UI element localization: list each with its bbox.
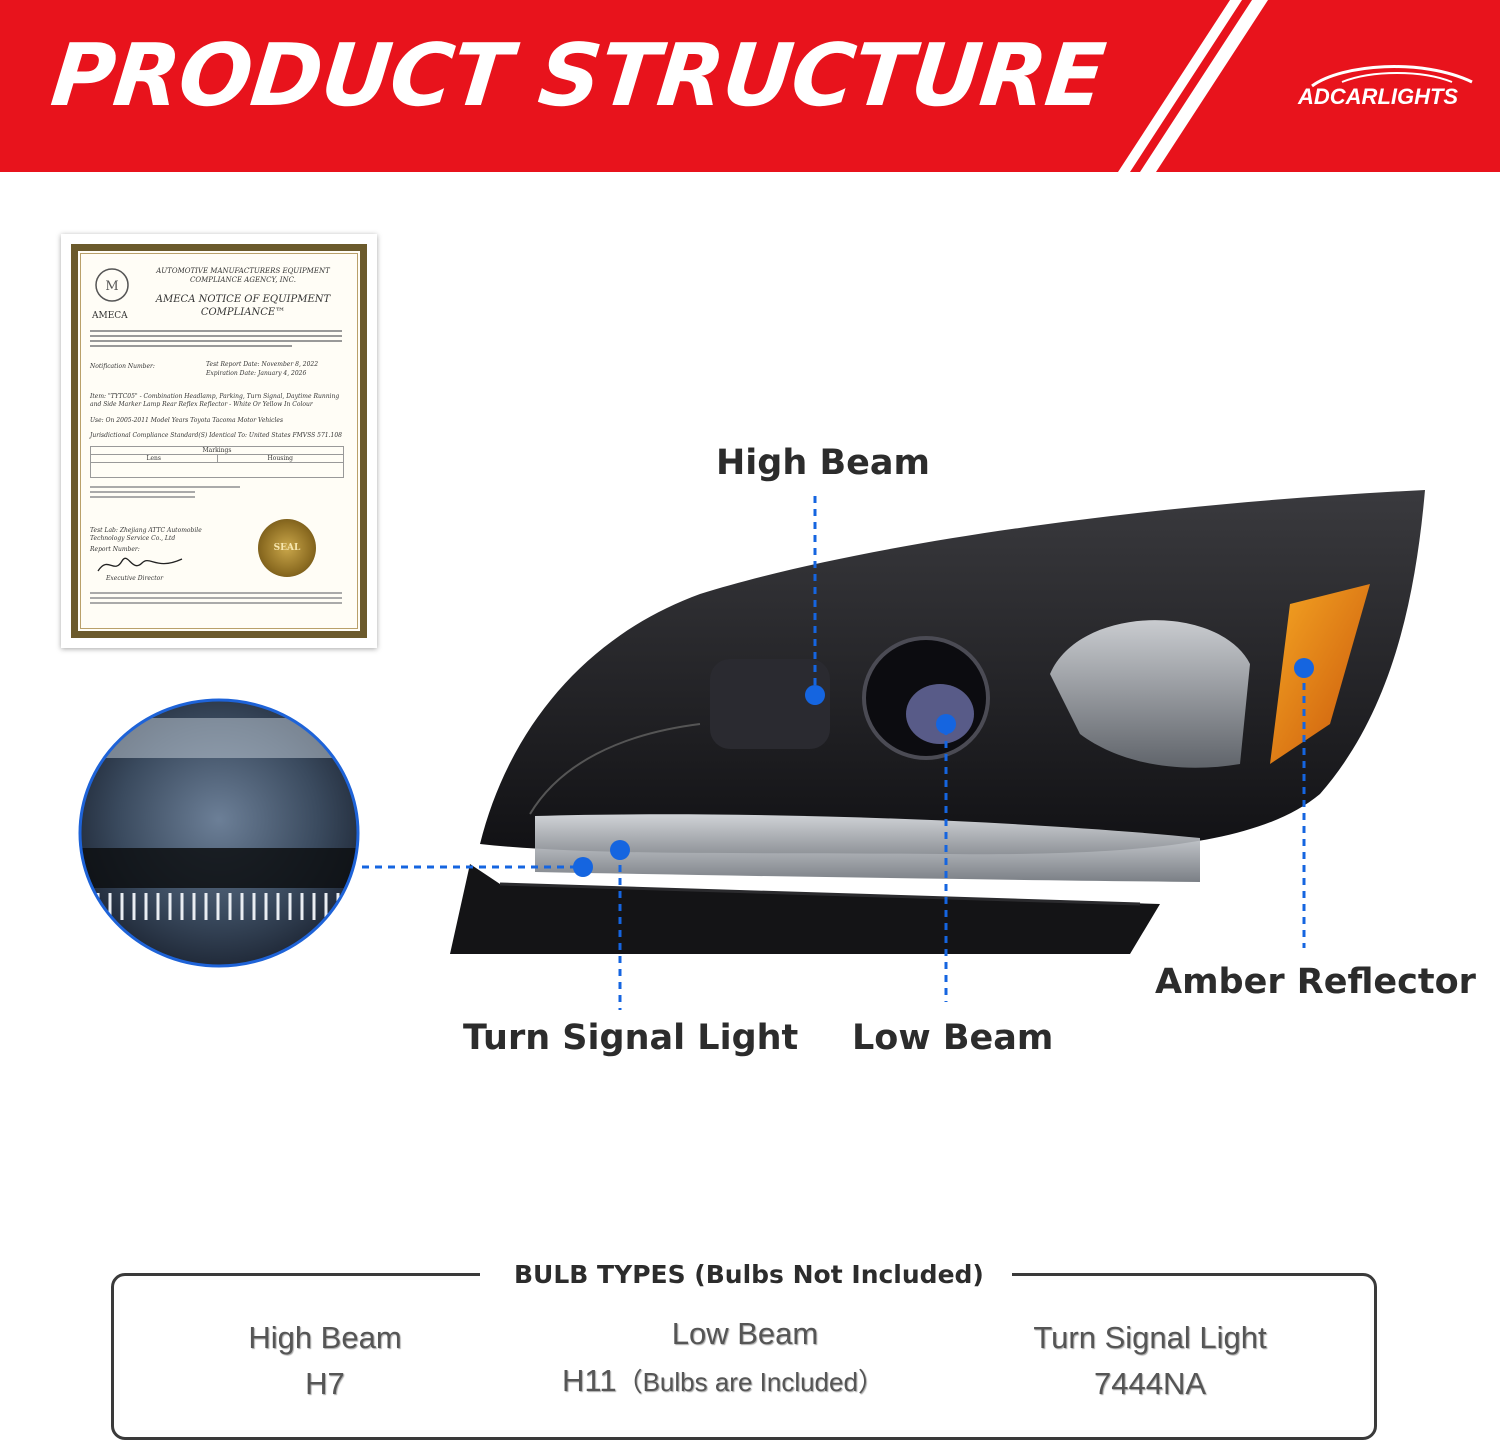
bulb-types-panel bbox=[111, 1273, 1377, 1440]
certificate-report-number: Report Number: bbox=[90, 546, 140, 553]
certificate-jurisdiction: Jurisdictional Compliance Standard(S) Id… bbox=[90, 432, 342, 439]
ameca-logo-icon: M bbox=[95, 268, 129, 302]
certificate-use: Use: On 2005-2011 Model Years Toyota Tac… bbox=[90, 417, 284, 424]
callout-turn-signal-light: Turn Signal Light bbox=[463, 1018, 799, 1058]
bulb-low-beam-code: H11 bbox=[562, 1363, 617, 1398]
markings-housing: Housing bbox=[267, 455, 293, 462]
certificate-org: AUTOMOTIVE MANUFACTURERS EQUIPMENT COMPL… bbox=[156, 267, 330, 284]
brand-logo-car-icon bbox=[1311, 65, 1473, 88]
certificate-footer-lines bbox=[90, 589, 342, 607]
bulb-high-beam-name: High Beam bbox=[248, 1320, 402, 1355]
bulb-types-title: BULB TYPES (Bulbs Not Included) bbox=[514, 1260, 984, 1289]
bulb-low-beam-name: Low Beam bbox=[671, 1316, 819, 1351]
compliance-certificate: M AMECA AUTOMOTIVE MANUFACTURERS EQUIPME… bbox=[61, 234, 377, 648]
headlamp-image bbox=[450, 490, 1425, 954]
certificate-item: Item: "TYTC05" - Combination Headlamp, P… bbox=[90, 393, 340, 408]
certificate-test-report-date: Test Report Date: November 8, 2022 bbox=[206, 361, 319, 368]
bulb-turn-signal-code: 7444NA bbox=[1093, 1366, 1207, 1401]
certificate-body: M AMECA AUTOMOTIVE MANUFACTURERS EQUIPME… bbox=[71, 244, 367, 638]
svg-text:M: M bbox=[105, 279, 118, 294]
certificate-seal-icon: SEAL bbox=[258, 519, 316, 577]
bulb-turn-signal-name: Turn Signal Light bbox=[1033, 1320, 1267, 1355]
callout-high-beam: High Beam bbox=[716, 443, 930, 483]
brand-logo: ADCARLIGHTS bbox=[1298, 84, 1459, 109]
callout-amber-reflector: Amber Reflector bbox=[1155, 962, 1476, 1002]
certificate-notification: Notification Number: bbox=[90, 363, 155, 370]
signature-icon bbox=[97, 557, 183, 572]
bulb-high-beam-code: H7 bbox=[305, 1366, 345, 1401]
certificate-test-lab: Test Lab: Zhejiang ATTC Automobile Techn… bbox=[90, 527, 202, 542]
header-banner: PRODUCT STRUCTURE ADCARLIGHTS bbox=[0, 0, 1500, 172]
bulb-low-beam-note: （Bulbs are Included） bbox=[616, 1367, 884, 1397]
certificate-markings-table: Markings Lens Housing bbox=[90, 446, 344, 478]
certificate-fine-print bbox=[90, 327, 342, 350]
dot-marking-zoom-image bbox=[78, 698, 360, 968]
banner-background bbox=[0, 0, 1500, 172]
callout-low-beam: Low Beam bbox=[852, 1018, 1054, 1058]
bulb-low-beam-spec: H11（Bulbs are Included） bbox=[562, 1362, 884, 1399]
ameca-logo-text: AMECA bbox=[92, 311, 128, 321]
certificate-expiration-date: Expiration Date: January 4, 2026 bbox=[206, 370, 307, 377]
markings-lens: Lens bbox=[91, 455, 218, 462]
markings-header: Markings bbox=[91, 447, 343, 455]
page-title: PRODUCT STRUCTURE bbox=[46, 26, 1109, 126]
certificate-signature-label: Executive Director bbox=[106, 575, 164, 582]
certificate-title: AMECA NOTICE OF EQUIPMENT COMPLIANCE™ bbox=[155, 294, 331, 318]
bulb-types-title-backdrop bbox=[480, 1258, 1012, 1292]
certificate-light-source-lines bbox=[90, 483, 240, 501]
